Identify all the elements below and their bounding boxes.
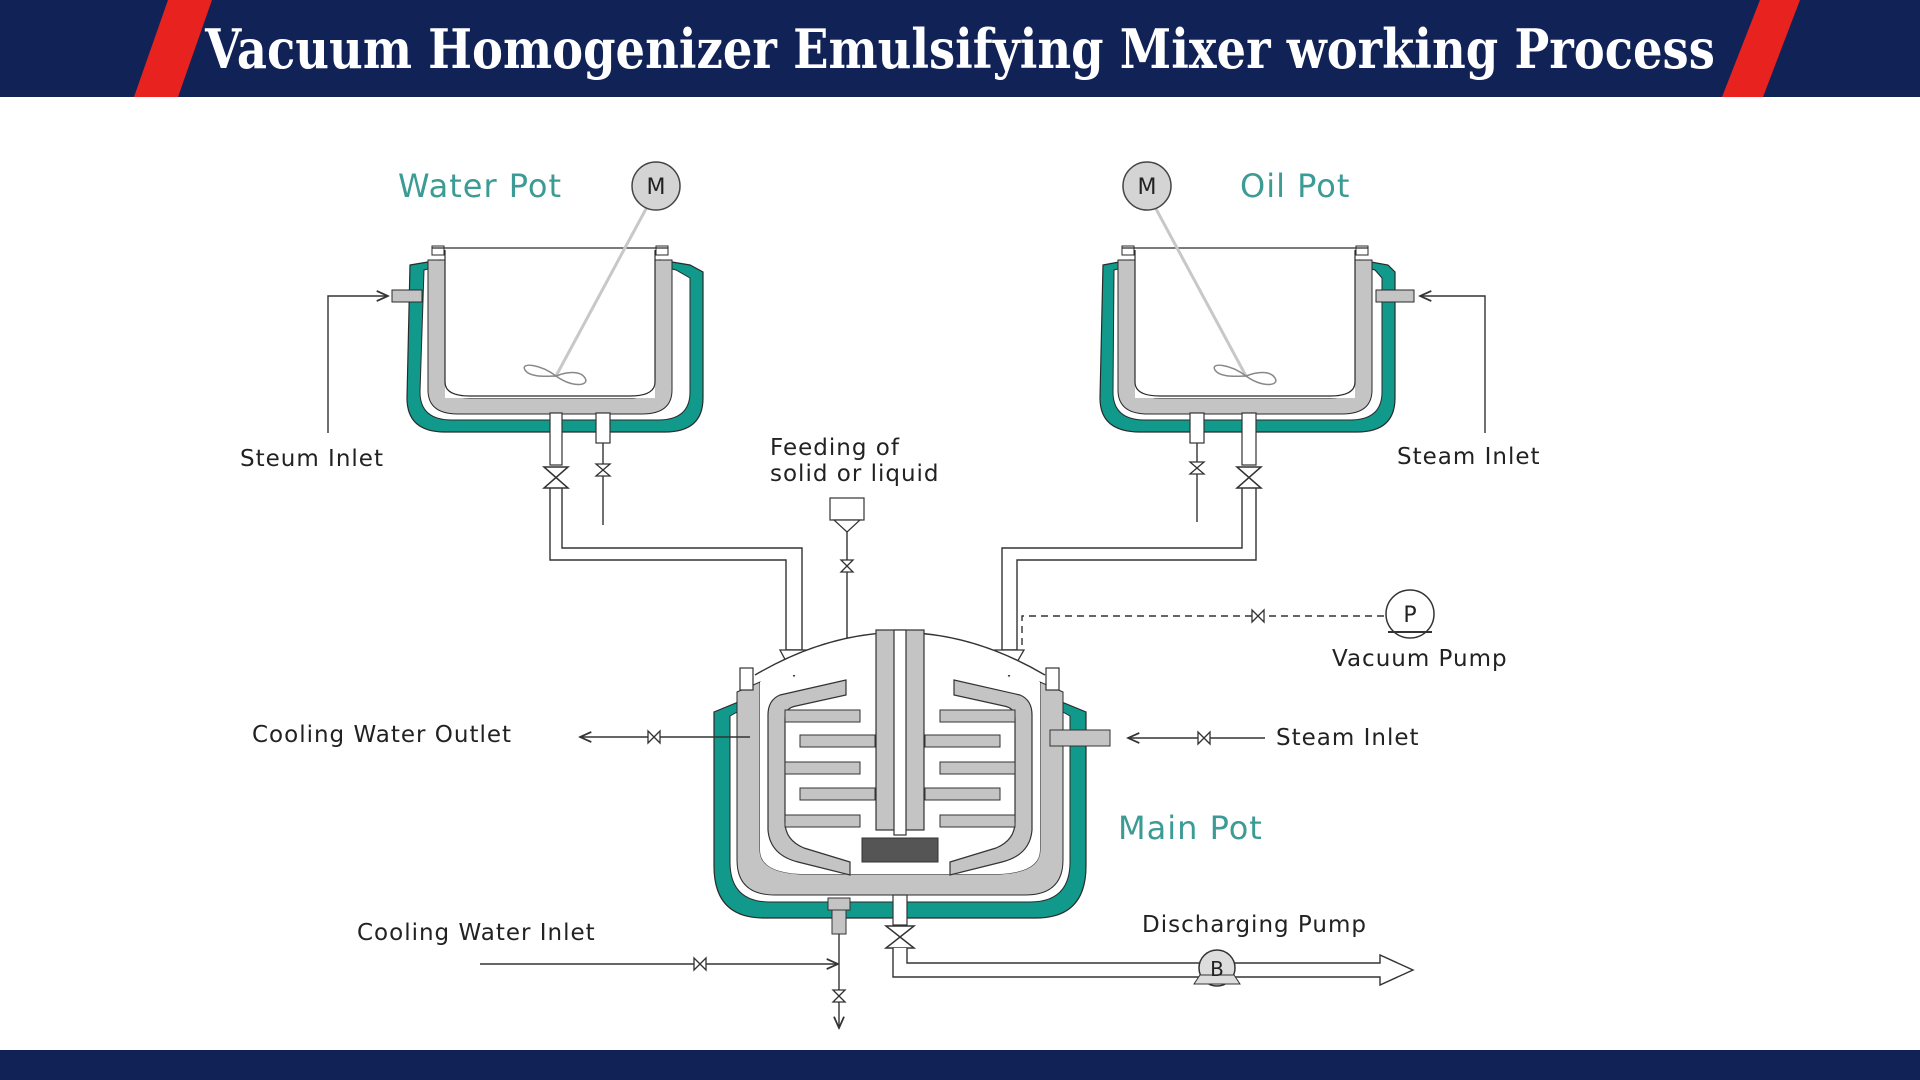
steam-inlet-lines xyxy=(327,296,1486,433)
steam-inlet-left-label: Steum Inlet xyxy=(240,446,384,472)
main-pot-paddle-right-5 xyxy=(939,814,1016,828)
oil-pot-motor-label: M xyxy=(1138,175,1157,200)
discharging-pump-label: Discharging Pump xyxy=(1142,912,1367,938)
water-pot-lid-right xyxy=(655,245,669,256)
water-pot-impeller xyxy=(523,364,587,386)
main-pot-lug-right xyxy=(1045,667,1060,691)
vacuum-pump-symbol: P xyxy=(1403,603,1416,628)
process-diagram: M Water Pot M Oil Pot Steum Inlet Steam xyxy=(240,161,1541,1050)
discharging-pump-symbol: B xyxy=(1210,957,1224,981)
oil-pot-lid-right xyxy=(1355,245,1369,256)
steam-inlet-left-line xyxy=(327,296,388,433)
header-stripes xyxy=(134,0,1800,97)
main-pot-shaft-inner xyxy=(893,629,907,836)
feeding-label-line1: Feeding of xyxy=(770,435,900,461)
main-pot-paddle-left-2 xyxy=(799,734,876,748)
oil-pot-outlet xyxy=(993,412,1263,678)
main-pot-cooling-stub xyxy=(827,897,851,911)
water-pot-outlet-stub xyxy=(549,412,563,466)
oil-pot-rim xyxy=(1134,250,1356,397)
vacuum-valve xyxy=(1251,608,1265,624)
bottom-lines: B xyxy=(480,894,1415,1028)
water-pot-lid-left xyxy=(431,245,445,256)
cooling-water-outlet-label: Cooling Water Outlet xyxy=(252,722,512,748)
oil-pot-drain-valve xyxy=(1188,461,1206,475)
main-steam-inlet-line xyxy=(1128,730,1265,746)
main-pot-label: Main Pot xyxy=(1118,809,1263,847)
main-pot-lug-left xyxy=(739,667,754,691)
oil-pot: M Oil Pot xyxy=(1099,161,1415,433)
main-pot-paddle-right-2 xyxy=(924,734,1001,748)
footer-bar xyxy=(0,1050,1920,1080)
water-pot-motor-label: M xyxy=(647,175,666,200)
feeding-hopper xyxy=(829,497,865,521)
cooling-water-inlet-valve xyxy=(693,956,707,972)
water-pot-outlet-valve xyxy=(542,466,570,489)
water-pot-outlet xyxy=(542,412,810,678)
water-pot-label: Water Pot xyxy=(398,167,562,205)
feeding-valve xyxy=(839,559,855,573)
vacuum-pump-label: Vacuum Pump xyxy=(1332,646,1508,672)
vacuum-line: P xyxy=(1021,589,1435,645)
steam-inlet-right-label: Steam Inlet xyxy=(1397,444,1541,470)
discharge-valve xyxy=(883,925,917,949)
water-pot-steam-nozzle xyxy=(391,289,423,303)
cooling-water-inlet-label: Cooling Water Inlet xyxy=(357,920,596,946)
steam-inlet-right-line xyxy=(1420,296,1486,433)
oil-pot-lid-left xyxy=(1121,245,1135,256)
header-bar: Vacuum Homogenizer Emulsifying Mixer wor… xyxy=(0,0,1920,97)
main-pot: Main Pot xyxy=(713,629,1263,919)
stripe-right xyxy=(1722,0,1800,97)
main-pot-paddle-left-4 xyxy=(799,787,876,801)
main-pot-paddle-left-3 xyxy=(784,761,861,775)
stripe-left xyxy=(134,0,212,97)
page-title: Vacuum Homogenizer Emulsifying Mixer wor… xyxy=(205,16,1715,81)
water-pot-drain-stub xyxy=(595,412,611,444)
main-pot-paddle-right-1 xyxy=(939,709,1016,723)
main-pot-paddle-left-5 xyxy=(784,814,861,828)
oil-pot-outlet-valve xyxy=(1235,466,1263,489)
oil-pot-impeller xyxy=(1213,364,1277,386)
oil-pot-motor xyxy=(1122,161,1172,211)
discharging-pump-base xyxy=(1193,974,1241,985)
oil-pot-outlet-stub xyxy=(1241,412,1257,466)
discharge-stub xyxy=(892,894,908,926)
feeding-funnel xyxy=(832,519,862,533)
feeding-label-line2: solid or liquid xyxy=(770,461,940,487)
main-pot-cooling-pipe xyxy=(831,909,847,935)
water-pot-motor xyxy=(631,161,681,211)
steam-inlet-main-label: Steam Inlet xyxy=(1276,725,1420,751)
oil-pot-agitator-shaft xyxy=(1146,193,1248,377)
oil-pot-steam-nozzle xyxy=(1375,289,1415,303)
main-pot-paddle-right-4 xyxy=(924,787,1001,801)
cooling-water-outlet-valve xyxy=(647,729,661,745)
main-pot-homogenizer-head xyxy=(861,837,939,863)
oil-pot-transfer-pipe xyxy=(1001,488,1257,651)
water-pot-drain-valve xyxy=(594,463,612,477)
water-pot: M Water Pot xyxy=(391,161,704,433)
water-pot-agitator-shaft xyxy=(554,193,656,377)
feeding-line xyxy=(829,497,865,655)
water-pot-transfer-pipe xyxy=(549,485,803,651)
oil-pot-label: Oil Pot xyxy=(1240,167,1350,205)
main-pot-steam-nozzle xyxy=(1049,729,1111,747)
oil-pot-drain-stub xyxy=(1189,412,1205,444)
main-pot-paddle-right-3 xyxy=(939,761,1016,775)
main-steam-inlet-valve xyxy=(1197,730,1211,746)
discharge-pipe xyxy=(892,948,1415,987)
vacuum-pump-icon xyxy=(1385,589,1435,639)
cooling-water-outlet-line xyxy=(580,729,750,745)
main-pot-paddle-left-1 xyxy=(784,709,861,723)
vacuum-pipe xyxy=(1021,615,1385,645)
main-pot-drain-valve xyxy=(831,989,847,1003)
